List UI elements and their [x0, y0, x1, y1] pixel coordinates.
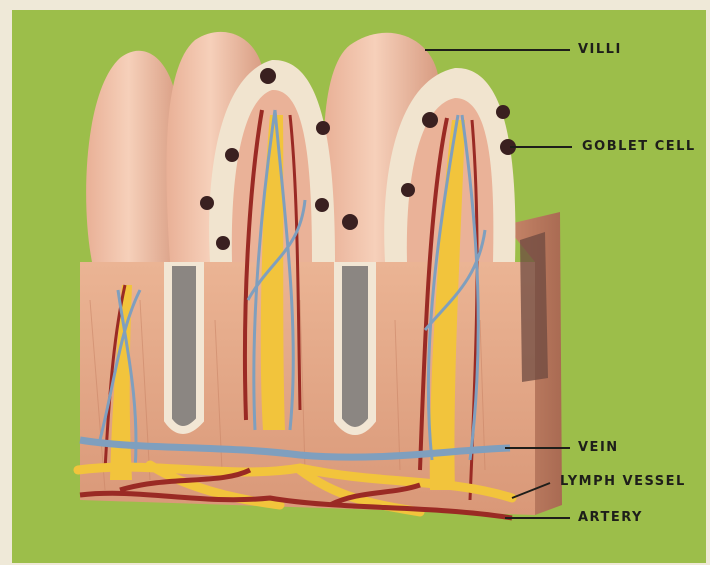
label-artery: ARTERY: [578, 510, 643, 525]
side-crypt: [520, 232, 548, 382]
label-lymph-vessel: LYMPH VESSEL: [560, 474, 686, 489]
label-goblet-cell: GOBLET CELL: [582, 139, 696, 154]
label-vein: VEIN: [578, 440, 619, 455]
label-villi: VILLI: [578, 42, 622, 57]
